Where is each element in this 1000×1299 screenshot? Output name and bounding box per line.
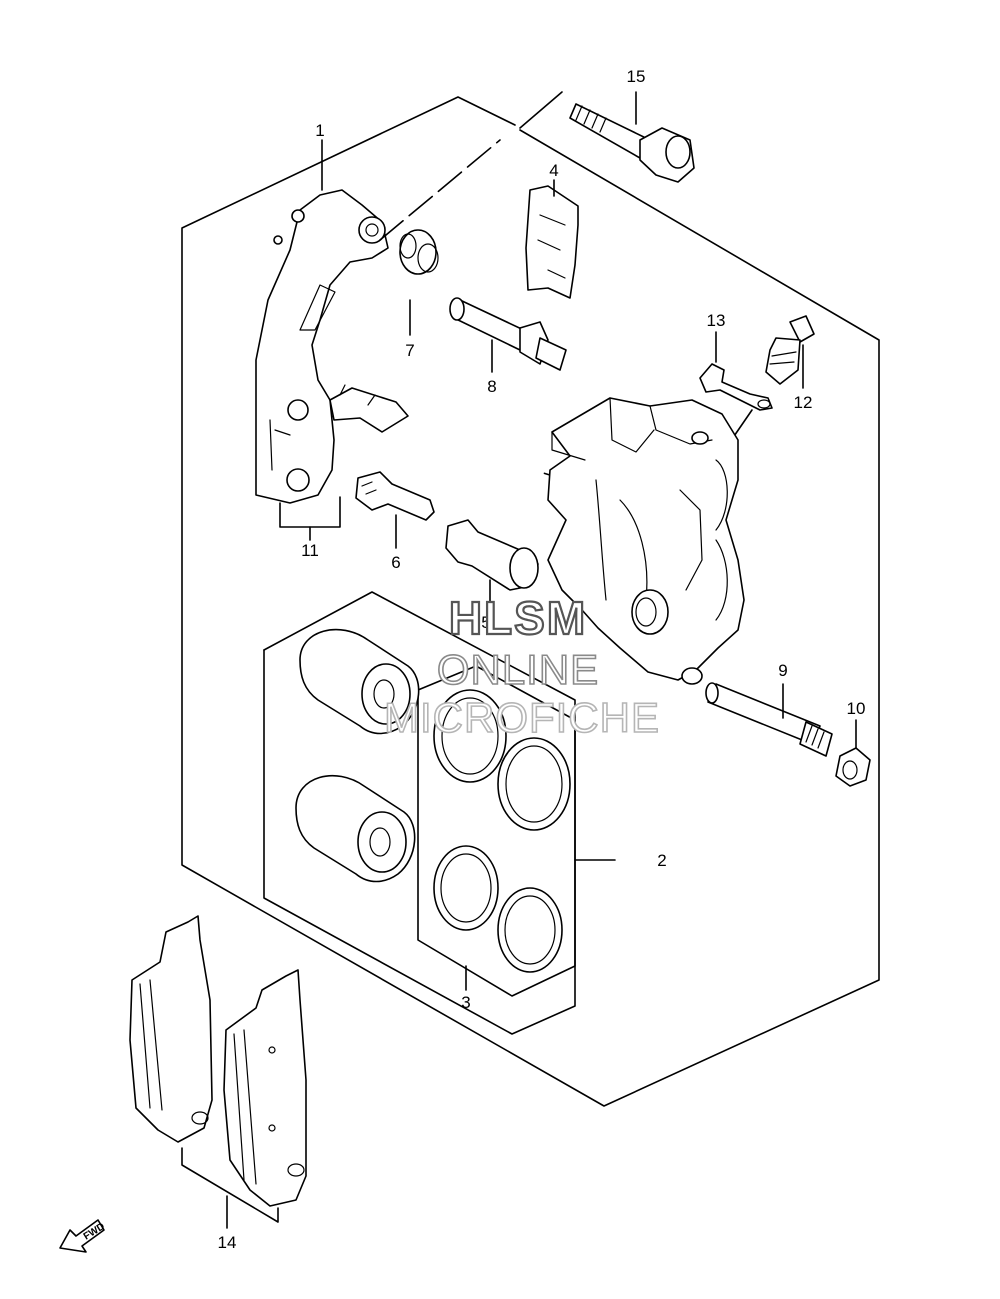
fwd-arrow-icon: FWD (59, 1219, 107, 1253)
bolt-15 (519, 91, 695, 183)
watermark-line-3: MICROFICHE (384, 694, 660, 741)
pin-9 (705, 682, 833, 757)
nut-10 (835, 719, 871, 787)
callout-12: 12 (794, 393, 813, 412)
callout-11: 11 (301, 541, 319, 560)
pad-retainer-11 (279, 384, 409, 541)
callout-13: 13 (707, 311, 726, 330)
pin-5 (445, 519, 539, 606)
callout-9: 9 (778, 661, 787, 680)
callout-7: 7 (405, 341, 414, 360)
callout-labels: 1 2 3 4 5 6 7 8 9 10 11 12 13 14 15 (218, 67, 866, 1252)
callout-3: 3 (461, 993, 470, 1012)
pad-spring-4 (525, 179, 579, 299)
piston-seals (433, 689, 571, 991)
brake-pads-14 (129, 915, 307, 1229)
callout-10: 10 (847, 699, 866, 718)
piston-lower (295, 774, 416, 883)
watermark-line-2: ONLINE (437, 646, 599, 693)
watermark-line-1: HLSM (449, 592, 587, 644)
callout-2: 2 (657, 851, 666, 870)
piston-upper (299, 628, 420, 735)
boot-7 (399, 229, 439, 336)
callout-1: 1 (315, 121, 324, 140)
watermark: HLSM ONLINE MICROFICHE (383, 591, 660, 742)
callout-14: 14 (218, 1233, 237, 1252)
slide-pin-8 (449, 297, 567, 373)
callout-8: 8 (487, 377, 496, 396)
callout-4: 4 (549, 161, 558, 180)
fwd-label: FWD (82, 1221, 107, 1242)
callout-5: 5 (481, 613, 490, 632)
bleeder-screw-12 (765, 315, 815, 389)
caliper-bracket (255, 139, 501, 504)
callout-6: 6 (391, 553, 400, 572)
piston-seal-outline (417, 665, 576, 997)
caliper-body (547, 397, 745, 685)
callout-15: 15 (627, 67, 646, 86)
slide-pin-6 (355, 471, 435, 549)
